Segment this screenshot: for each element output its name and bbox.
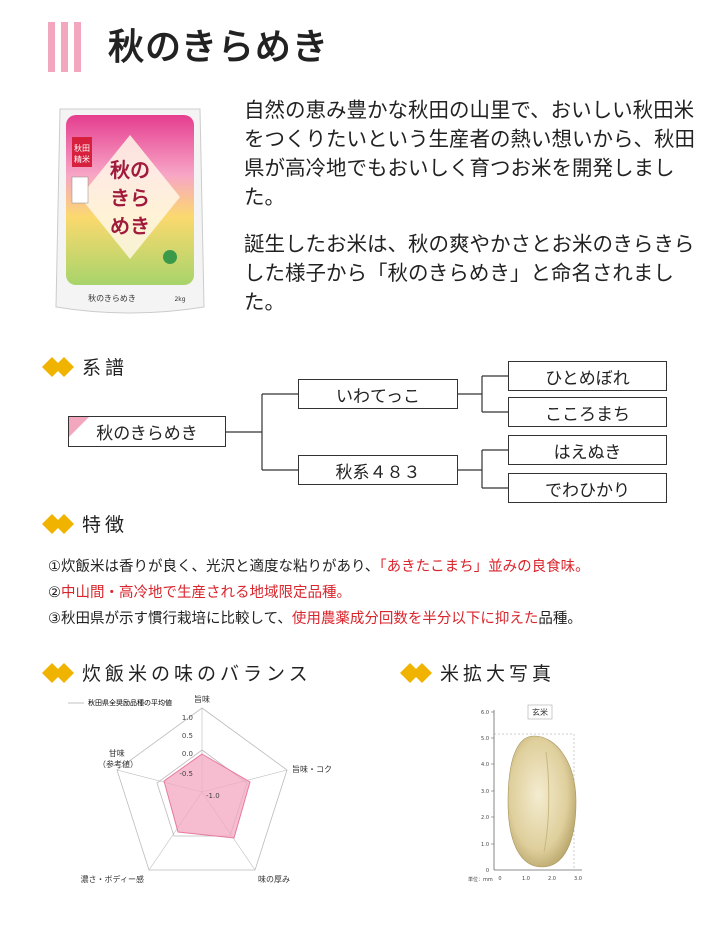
diamond-icon [400,662,432,683]
pedigree-heading: 系譜 [40,353,128,380]
rice-package-image: 秋田 精米 秋の きら めき 秋のきらめき 2kg [52,107,208,321]
package-brand-2: きら [110,186,150,210]
feature-2-number: ② [48,585,61,601]
package-brand-3: めき [110,214,150,238]
page-title: 秋のきらめき [108,27,329,68]
pedigree-grandparent-2: こころまち [545,404,630,425]
radar-axis-sweetness: 甘味 （参考値） [98,748,138,769]
balance-heading: 炊飯米の味のバランス [40,659,312,686]
feature-item-1: ①炊飯米は香りが良く、光沢と適度な粘りがあり、「あきたこまち」並みの良食味。 [48,555,590,576]
feature-3-text: ③秋田県が示す慣行栽培に比較して、 [48,611,292,627]
pink-corner-icon [69,417,89,437]
pedigree-grandparent-3-box: はえぬき [508,435,667,465]
feature-2-highlight: 中山間・高冷地で生産される地域限定品種。 [61,585,351,601]
title-bar-3 [74,22,81,72]
feature-item-2: ②中山間・高冷地で生産される地域限定品種。 [48,581,351,602]
photo-label: 玄米 [532,707,548,717]
pedigree-grandparent-4-box: でわひかり [508,473,667,503]
title-bar-1 [48,22,55,72]
features-heading: 特徴 [40,510,128,537]
diamond-icon [42,513,74,534]
photo-unit: 単位：mm [468,876,493,883]
package-weight: 2kg [174,296,185,303]
rice-grain-shape [507,735,577,868]
radar-legend: 秋田県全奨励品種の平均値 [88,698,172,707]
feature-3-tail: 品種。 [538,611,582,627]
radar-axis-sweetness-2: （参考値） [98,759,138,769]
features-heading-label: 特徴 [82,514,129,536]
radar-chart: 秋田県全奨励品種の平均値 1.0 0.5 0.0 -0.5 -1.0 旨味 旨味… [68,694,332,884]
intro-paragraph-2: 誕生したお米は、秋の爽やかさとお米のきらきらした様子から「秋のきらめき」と命名さ… [244,232,695,314]
package-brand-1: 秋の [110,158,150,182]
feature-1-highlight: 「あきたこまち」並みの良食味。 [379,559,590,575]
pedigree-grandparent-1: ひとめぼれ [545,368,630,389]
pedigree-root-box: 秋のきらめき [68,416,226,447]
radar-axis-umami: 旨味 [194,694,210,704]
feature-3-highlight: 使用農薬成分回数を半分以下に抑えた [291,611,539,627]
photo-ytick-4: 3.0 [481,789,489,795]
balance-heading-label: 炊飯米の味のバランス [82,663,312,685]
intro-text: 自然の恵み豊かな秋田の山里で、おいしい秋田米をつくりたいという生産者の熱い想いか… [244,96,696,335]
radar-axis-sweetness-1: 甘味 [109,748,125,758]
photo-xtick-4: 3.0 [574,876,582,882]
photo-ytick-5: 2.0 [481,815,489,821]
radar-tick-5: -1.0 [206,792,220,800]
pedigree-parent-2-box: 秋系４８３ [298,455,458,485]
pedigree-grandparent-1-box: ひとめぼれ [508,361,667,391]
radar-series-shape [163,753,251,839]
package-bottom-label: 秋のきらめき [88,293,136,303]
feature-item-3: ③秋田県が示す慣行栽培に比較して、使用農薬成分回数を半分以下に抑えた品種。 [48,607,582,628]
radar-axis-thickness: 味の厚み [258,874,290,884]
title-bar-2 [61,22,68,72]
radar-axis-umami-koku: 旨味・コク [292,764,332,774]
photo-ytick-2: 5.0 [481,736,489,742]
pedigree-parent-1: いわてっこ [336,386,420,407]
photo-xtick-3: 2.0 [548,876,556,882]
pedigree-parent-1-box: いわてっこ [298,379,458,409]
photo-xtick-2: 1.0 [522,876,530,882]
pedigree-heading-label: 系譜 [82,357,129,379]
photo-ytick-3: 4.0 [481,762,489,768]
radar-tick-4: -0.5 [179,770,193,778]
photo-xtick-1: 0 [498,876,501,882]
intro-paragraph-1: 自然の恵み豊かな秋田の山里で、おいしい秋田米をつくりたいという生産者の熱い想いか… [244,98,695,209]
photo-ytick-1: 6.0 [481,710,489,716]
radar-tick-2: 0.5 [182,732,193,740]
package-tag-2: 精米 [74,154,90,164]
photo-ytick-6: 1.0 [481,842,489,848]
diamond-icon [42,356,74,377]
diamond-icon [42,662,74,683]
feature-1-text: ①炊飯米は香りが良く、光沢と適度な粘りがあり、 [48,559,380,575]
pedigree-grandparent-4: でわひかり [545,480,630,501]
photo-ytick-7: 0 [486,868,489,874]
photo-heading: 米拡大写真 [398,659,555,686]
rice-grain-photo: 6.0 5.0 4.0 3.0 2.0 1.0 0 0 1.0 2.0 3.0 … [468,704,582,883]
package-tag-1: 秋田 [74,143,90,153]
radar-axis-body: 濃さ・ボディー感 [81,874,144,884]
radar-tick-3: 0.0 [182,750,193,758]
pedigree-grandparent-3: はえぬき [553,442,622,463]
pedigree-root: 秋のきらめき [96,424,198,444]
radar-tick-1: 1.0 [182,714,193,722]
pedigree-parent-2: 秋系４８３ [335,462,421,483]
photo-heading-label: 米拡大写真 [440,663,556,685]
pedigree-grandparent-2-box: こころまち [508,397,667,427]
